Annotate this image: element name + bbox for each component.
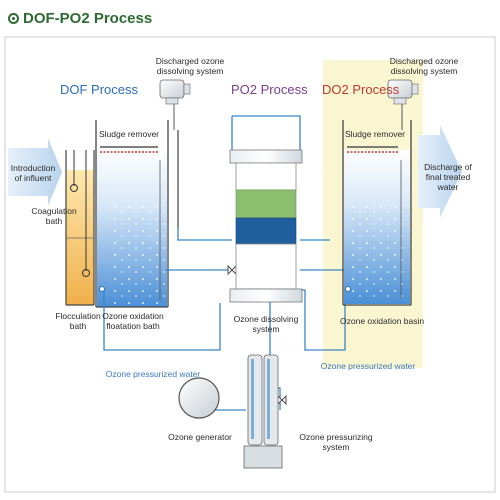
flocculation-label: Flocculation bath [55, 311, 101, 331]
ozone-pressurized-right-label: Ozone pressurized water [320, 361, 416, 371]
dof-process-label: DOF Process [60, 82, 139, 97]
sludge-remover-left-label: Sludge remover [99, 129, 160, 139]
pipe-dof-to-po2 [177, 228, 232, 241]
diagram-title-text: DOF-PO2 Process [23, 10, 153, 27]
ozone-generator-label: Ozone generator [168, 432, 232, 442]
discharged-ozone-unit-left [159, 79, 185, 99]
coagulation-label: Coagulation bath [31, 206, 77, 226]
ozone-dissolving-label: Ozone dissolving system [233, 314, 299, 334]
ozone-generator-unit [178, 377, 220, 419]
pressurizing-cylinder-right [263, 354, 279, 446]
influent-arrow [8, 138, 62, 206]
coagulation-mixer [70, 184, 78, 192]
discharge-final-label: Discharge of final treated water [424, 162, 472, 192]
coagulation-bath [66, 170, 94, 305]
pipe-ozone-water-left [103, 290, 221, 351]
ozone-pressurizing-label: Ozone pressurizing system [299, 432, 373, 452]
pressurizing-base [243, 445, 283, 469]
ozone-oxidation-floatation-label: Ozone oxidation floatation bath [102, 311, 164, 331]
po2-media-green [235, 189, 297, 219]
diagram-title: DOF-PO2 Process [8, 10, 152, 27]
sludge-remover-right-label: Sludge remover [345, 129, 406, 139]
title-circle-icon [8, 13, 19, 24]
po2-media-blue [235, 217, 297, 245]
po2-column-cap-bottom [229, 288, 303, 303]
introduction-label: Introduction of influent [10, 163, 56, 183]
flocculation-mixer [82, 269, 90, 277]
ozone-oxidation-basin-label: Ozone oxidation basin [340, 316, 425, 326]
po2-column-cap-top [229, 149, 303, 164]
discharge-arrow [418, 125, 462, 218]
ozone-pressurized-left-label: Ozone pressurized water [105, 369, 201, 379]
discharged-ozone-right-label: Discharged ozone dissolving system [389, 56, 459, 76]
pressurizing-cylinder-left [247, 354, 263, 446]
po2-process-label: PO2 Process [231, 82, 308, 97]
discharged-ozone-left-label: Discharged ozone dissolving system [155, 56, 225, 76]
do2-process-label: DO2 Process [322, 82, 400, 97]
